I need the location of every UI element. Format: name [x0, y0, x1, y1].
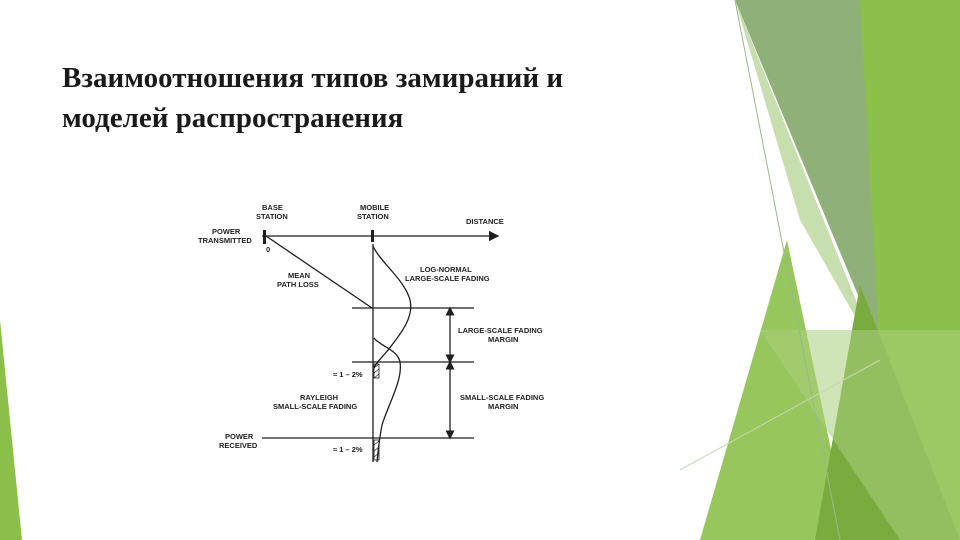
rayleigh-label-1: RAYLEIGH [300, 393, 338, 402]
mobile-station-marker [371, 230, 374, 242]
rayleigh-curve [374, 338, 400, 462]
distance-label: DISTANCE [466, 217, 504, 226]
mean-path-loss-line [266, 236, 372, 308]
rayleigh-label-2: SMALL-SCALE FADING [273, 402, 357, 411]
pct-upper-label: ≈ 1 – 2% [333, 370, 363, 379]
base-station-label-1: BASE [262, 203, 283, 212]
power-transmitted-label-2: TRANSMITTED [198, 236, 252, 245]
large-scale-margin-label-1: LARGE-SCALE FADING [458, 326, 543, 335]
mobile-station-label-2: STATION [357, 212, 389, 221]
power-received-label-2: RECEIVED [219, 441, 258, 450]
base-station-marker [263, 230, 266, 244]
log-normal-curve [373, 246, 411, 368]
mean-path-loss-label-1: MEAN [288, 271, 310, 280]
mobile-station-label-1: MOBILE [360, 203, 389, 212]
log-normal-label-2: LARGE-SCALE FADING [405, 274, 490, 283]
small-scale-margin-label-1: SMALL-SCALE FADING [460, 393, 544, 402]
upper-tail-hatch-2 [374, 369, 379, 373]
large-scale-margin-label-2: MARGIN [488, 335, 518, 344]
lower-tail-hatch-1 [374, 441, 379, 445]
power-transmitted-label-1: POWER [212, 227, 241, 236]
zero-label: 0 [266, 245, 270, 254]
mean-path-loss-label-2: PATH LOSS [277, 280, 319, 289]
log-normal-label-1: LOG-NORMAL [420, 265, 472, 274]
small-scale-margin-label-2: MARGIN [488, 402, 518, 411]
pct-lower-label: ≈ 1 – 2% [333, 445, 363, 454]
upper-tail-hatch-3 [374, 374, 379, 378]
power-received-label-1: POWER [225, 432, 254, 441]
base-station-label-2: STATION [256, 212, 288, 221]
